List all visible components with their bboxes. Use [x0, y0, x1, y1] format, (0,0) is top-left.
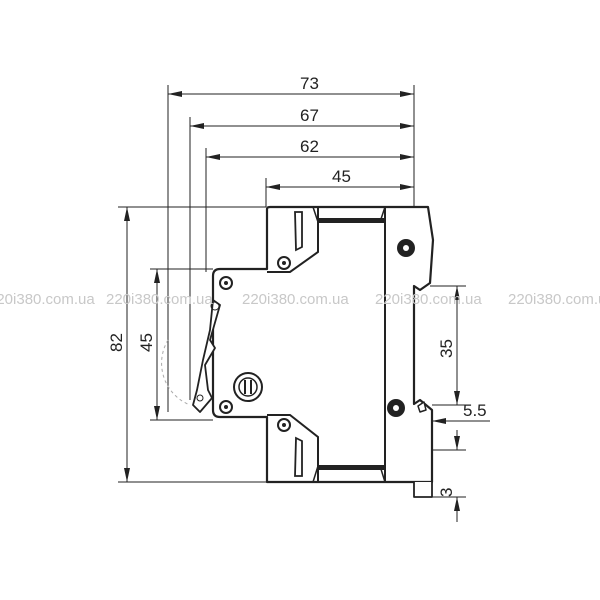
screw-icon: [277, 256, 291, 270]
watermark: 220i380.com.ua: [508, 291, 600, 308]
breaker-body: [192, 205, 435, 498]
watermark: 220i380.com.ua: [106, 291, 213, 308]
dim-5-5-label: 5.5: [463, 401, 487, 420]
dim-67-label: 67: [300, 106, 319, 125]
dim-35-label: 35: [437, 339, 456, 358]
dim-82-label: 82: [107, 333, 126, 352]
knob-icon: [233, 372, 263, 402]
screw-icon: [277, 418, 291, 432]
dim-62-label: 62: [300, 137, 319, 156]
screws: [219, 239, 415, 432]
watermark: 220i380.com.ua: [242, 291, 349, 308]
dim-73-label: 73: [300, 74, 319, 93]
watermark: 220i380.com.ua: [0, 291, 95, 308]
lever-swing-arc: [161, 339, 191, 406]
dim-45-label: 45: [332, 167, 351, 186]
screw-icon: [219, 400, 233, 414]
dimension-lines: [124, 91, 490, 522]
screw-icon: [219, 276, 233, 290]
watermarks: 220i380.com.ua 220i380.com.ua 220i380.co…: [0, 291, 600, 308]
dim-45-height-label: 45: [137, 333, 156, 352]
watermark: 220i380.com.ua: [375, 291, 482, 308]
dim-3-label: 3: [437, 488, 456, 497]
